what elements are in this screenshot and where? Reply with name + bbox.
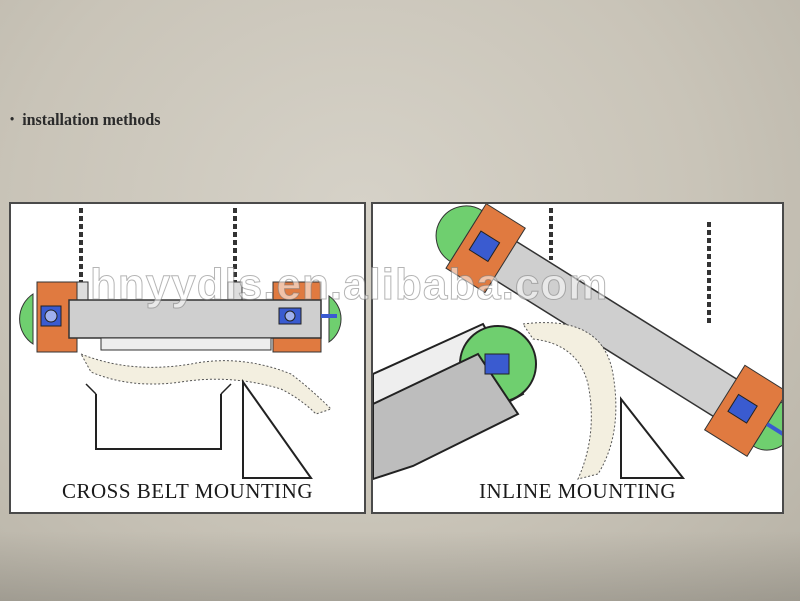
right-pulley <box>328 295 342 343</box>
cross-belt-diagram <box>19 208 342 479</box>
cross-belt-mounting-panel: CROSS BELT MOUNTING <box>9 202 366 514</box>
right-bearing <box>727 393 758 424</box>
conveyor-frame <box>373 352 520 481</box>
left-bearing <box>468 230 501 263</box>
bullet-item: • installation methods <box>10 112 160 131</box>
belt-edges <box>85 383 232 395</box>
slide-bottom-shade <box>0 531 800 601</box>
right-hanger <box>227 281 243 301</box>
left-bearing <box>40 305 62 327</box>
material-flow <box>79 353 332 415</box>
inline-diagram <box>373 204 782 481</box>
inline-caption: INLINE MOUNTING <box>478 479 677 503</box>
conveyor-belt <box>95 394 222 450</box>
inline-mounting-panel: INLINE MOUNTING <box>371 202 784 514</box>
pulley-bearing <box>484 353 510 375</box>
magnet-base <box>100 337 272 351</box>
material-flow <box>522 322 617 480</box>
discharge-chute <box>620 396 686 479</box>
right-bearing <box>278 307 302 325</box>
left-pulley <box>19 293 34 345</box>
motor-shaft <box>766 422 782 437</box>
bullet-text: installation methods <box>22 111 161 130</box>
discharge-chute <box>242 378 313 479</box>
bullet-dot: • <box>10 111 15 127</box>
left-pulley <box>435 205 483 263</box>
cross-belt-caption: CROSS BELT MOUNTING <box>61 479 314 503</box>
